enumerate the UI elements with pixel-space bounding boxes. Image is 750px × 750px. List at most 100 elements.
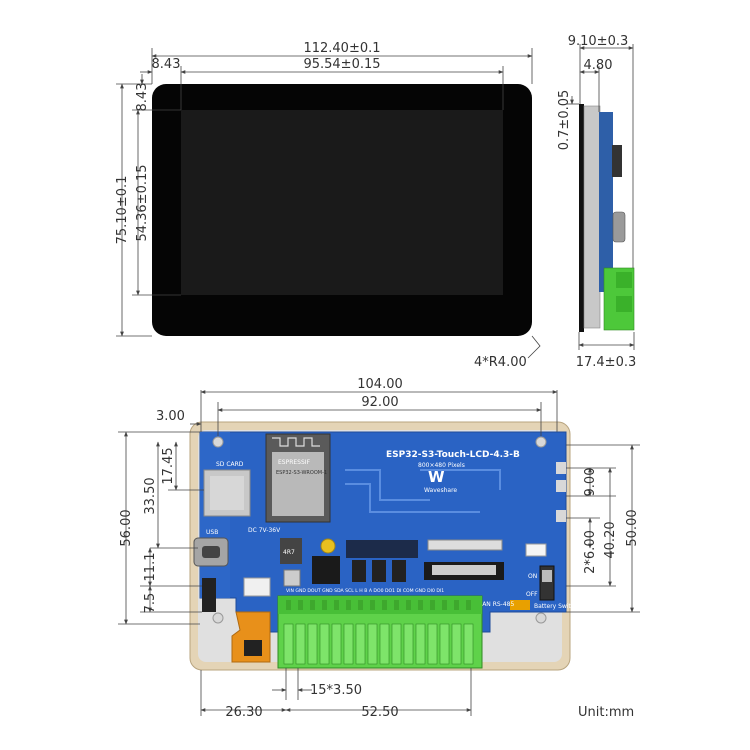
terminal-screw xyxy=(430,600,435,610)
terminal-slot xyxy=(295,623,306,665)
side-view: 9.10±0.3 4.80 0.7±0.05 17.4±0.3 xyxy=(557,34,636,370)
mount-hole xyxy=(212,612,224,624)
module-height: 17.45 xyxy=(161,447,176,484)
dip-switch xyxy=(510,600,530,610)
terminal-slot xyxy=(439,623,450,665)
power-label: DC 7V-36V xyxy=(248,527,281,534)
connector-offset: 7.5 xyxy=(143,593,158,614)
antenna xyxy=(272,437,320,447)
board-height: 56.00 xyxy=(119,509,134,546)
svg-text:W: W xyxy=(428,468,445,486)
waveshare-logo: W xyxy=(428,468,445,486)
mount-hole xyxy=(535,612,547,624)
right-height-40: 40.20 xyxy=(603,521,618,558)
small-jst-connector xyxy=(243,577,271,597)
terminal-screw xyxy=(466,600,471,610)
terminal-screw xyxy=(418,600,423,610)
terminal-screw xyxy=(442,600,447,610)
terminal-slot xyxy=(307,623,318,665)
front-screen-width: 95.54±0.15 xyxy=(303,57,380,72)
right-height-50: 50.00 xyxy=(625,509,640,546)
board-view: ESP32-S3-Touch-LCD-4.3-B 800×480 Pixels … xyxy=(118,377,640,720)
usb-label: USB xyxy=(206,529,218,536)
usb-offset: 11.1 xyxy=(143,553,158,582)
terminal-screw xyxy=(370,600,375,610)
battery-label: Battery Switch xyxy=(534,603,578,610)
side-glass xyxy=(579,104,584,332)
terminal-slot xyxy=(379,623,390,665)
can-label: CAN RS-485 xyxy=(478,601,514,608)
left-connector xyxy=(202,578,216,612)
unit-label: Unit:mm xyxy=(578,705,634,720)
board-subtitle: 800×480 Pixels xyxy=(418,462,465,469)
terminal-screw xyxy=(310,600,315,610)
terminal-labels: VIN GND DOUT GND SDA SCL L H B A DO0 DO1… xyxy=(286,588,444,594)
terminal-screw xyxy=(454,600,459,610)
module-brand: ESPRESSIF xyxy=(278,459,311,466)
side-pcb xyxy=(599,112,613,292)
fpc-connector-top xyxy=(427,539,503,551)
terminal-screw xyxy=(286,600,291,610)
brand-label: Waveshare xyxy=(424,487,457,494)
hole-spacing: 92.00 xyxy=(361,395,398,410)
side-glass-thickness: 4.80 xyxy=(584,58,613,73)
off-label: OFF xyxy=(526,591,538,598)
board-title: ESP32-S3-Touch-LCD-4.3-B xyxy=(386,450,520,460)
terminal-slot xyxy=(427,623,438,665)
relay-chip xyxy=(392,560,406,582)
module-model: ESP32-S3-WROOM-1 xyxy=(276,470,327,476)
terminal-screw xyxy=(298,600,303,610)
terminal-screw xyxy=(394,600,399,610)
terminal-slot xyxy=(331,623,342,665)
terminal-slot xyxy=(343,623,354,665)
controller-ic xyxy=(312,556,340,584)
side-usb-port xyxy=(612,211,626,243)
inductor-label: 4R7 xyxy=(283,549,295,556)
right-spacing: 2*6.00 xyxy=(583,530,598,574)
terminal-screw xyxy=(322,600,327,610)
right-9: 9.00 xyxy=(583,468,598,497)
side-sd-slot xyxy=(612,145,622,177)
front-total-height: 75.10±0.1 xyxy=(115,176,130,245)
mount-hole xyxy=(535,436,547,448)
terminal-slot xyxy=(391,623,402,665)
display-active-area xyxy=(181,110,503,295)
terminal-slot xyxy=(415,623,426,665)
terminal-screw xyxy=(406,600,411,610)
terminal-screw xyxy=(358,600,363,610)
terminal-slot xyxy=(367,623,378,665)
terminal-slot xyxy=(463,623,474,665)
front-left-margin: 8.43 xyxy=(152,57,181,72)
sd-label: SD CARD xyxy=(216,461,244,468)
relay-chip xyxy=(372,560,386,582)
terminal-slot xyxy=(403,623,414,665)
front-top-margin: 8.43 xyxy=(135,83,150,112)
terminal-block xyxy=(277,595,483,669)
terminal-slot xyxy=(451,623,462,665)
capacitor xyxy=(320,538,336,554)
terminal-screw xyxy=(346,600,351,610)
front-view: 112.40±0.1 95.54±0.15 8.43 8.43 75.10±0.… xyxy=(115,41,541,370)
mount-hole xyxy=(212,436,224,448)
front-corner-radius: 4*R4.00 xyxy=(474,355,527,370)
esp32-shield xyxy=(272,452,324,516)
left-offset: 26.30 xyxy=(225,705,262,720)
inductor xyxy=(280,538,302,564)
hole-to-usb: 33.50 xyxy=(143,477,158,514)
board-width: 104.00 xyxy=(357,377,403,392)
terminal-slot xyxy=(355,623,366,665)
side-total-thickness: 9.10±0.3 xyxy=(568,34,629,49)
terminal-screw xyxy=(334,600,339,610)
terminal-width: 52.50 xyxy=(361,705,398,720)
front-screen-height: 54.36±0.15 xyxy=(135,164,150,241)
terminal-pitch: 15*3.50 xyxy=(310,683,362,698)
on-label: ON xyxy=(528,573,537,580)
terminal-slot xyxy=(319,623,330,665)
front-total-width: 112.40±0.1 xyxy=(303,41,380,56)
terminal-screw xyxy=(382,600,387,610)
side-frame xyxy=(583,105,601,329)
relay-chip xyxy=(352,560,366,582)
terminal-slot xyxy=(283,623,294,665)
side-cover-thickness: 0.7±0.05 xyxy=(557,90,572,151)
